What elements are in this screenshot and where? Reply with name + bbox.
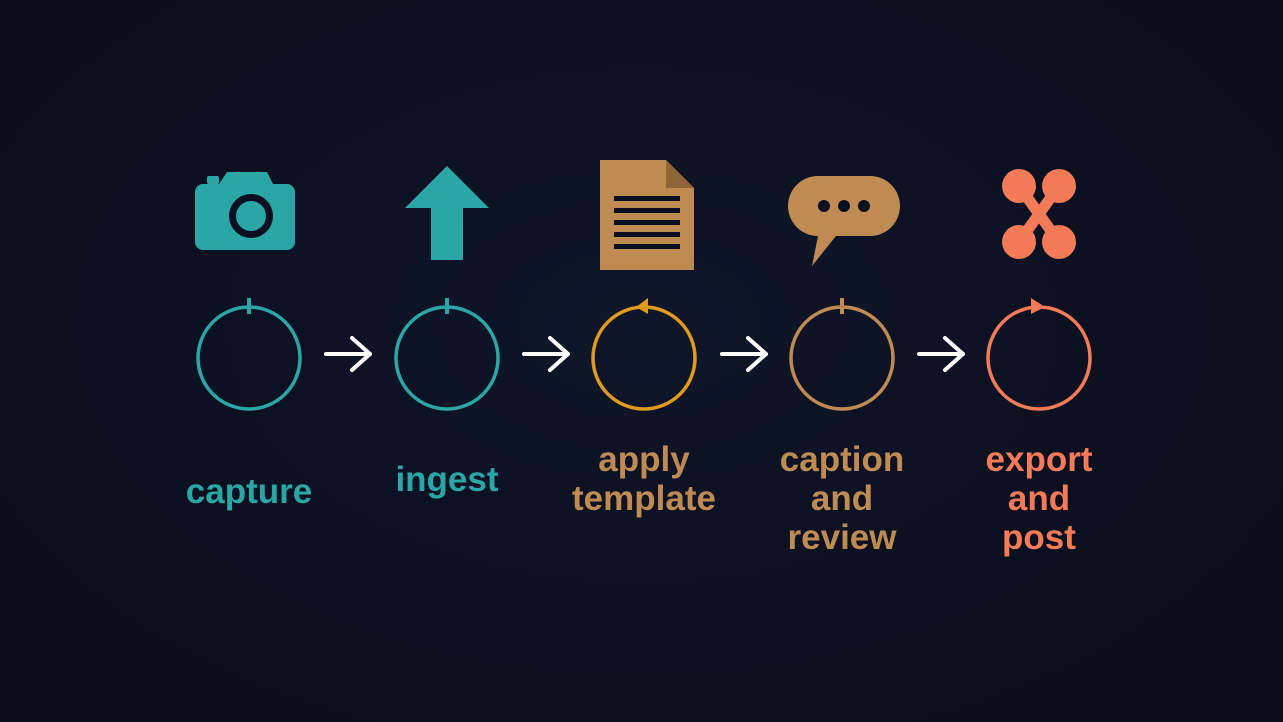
arrow-right-icon	[917, 336, 965, 372]
arrow-right-icon	[720, 336, 768, 372]
step-label: export and post	[985, 440, 1093, 557]
step-label: caption and review	[779, 440, 905, 557]
step-export-and-post: export and post	[949, 150, 1129, 570]
step-ring	[394, 298, 500, 411]
step-apply-template: apply template	[554, 150, 734, 570]
step-label: apply template	[572, 440, 716, 518]
camera-icon	[195, 172, 295, 250]
arrow-right-icon	[522, 336, 570, 372]
step-capture: capture	[159, 150, 339, 570]
step-ring	[986, 298, 1092, 411]
step-label: ingest	[395, 460, 499, 499]
upload-arrow-icon	[405, 166, 489, 260]
step-ring	[789, 298, 895, 411]
step-ring	[591, 298, 697, 411]
step-ring	[196, 298, 302, 411]
chat-bubble-icon	[788, 176, 900, 266]
step-caption-and-review: caption and review	[752, 150, 932, 570]
arrow-right-icon	[324, 336, 372, 372]
step-label: capture	[185, 472, 313, 511]
document-icon	[600, 160, 694, 270]
share-nodes-icon	[1002, 169, 1076, 259]
step-ingest: ingest	[357, 150, 537, 570]
